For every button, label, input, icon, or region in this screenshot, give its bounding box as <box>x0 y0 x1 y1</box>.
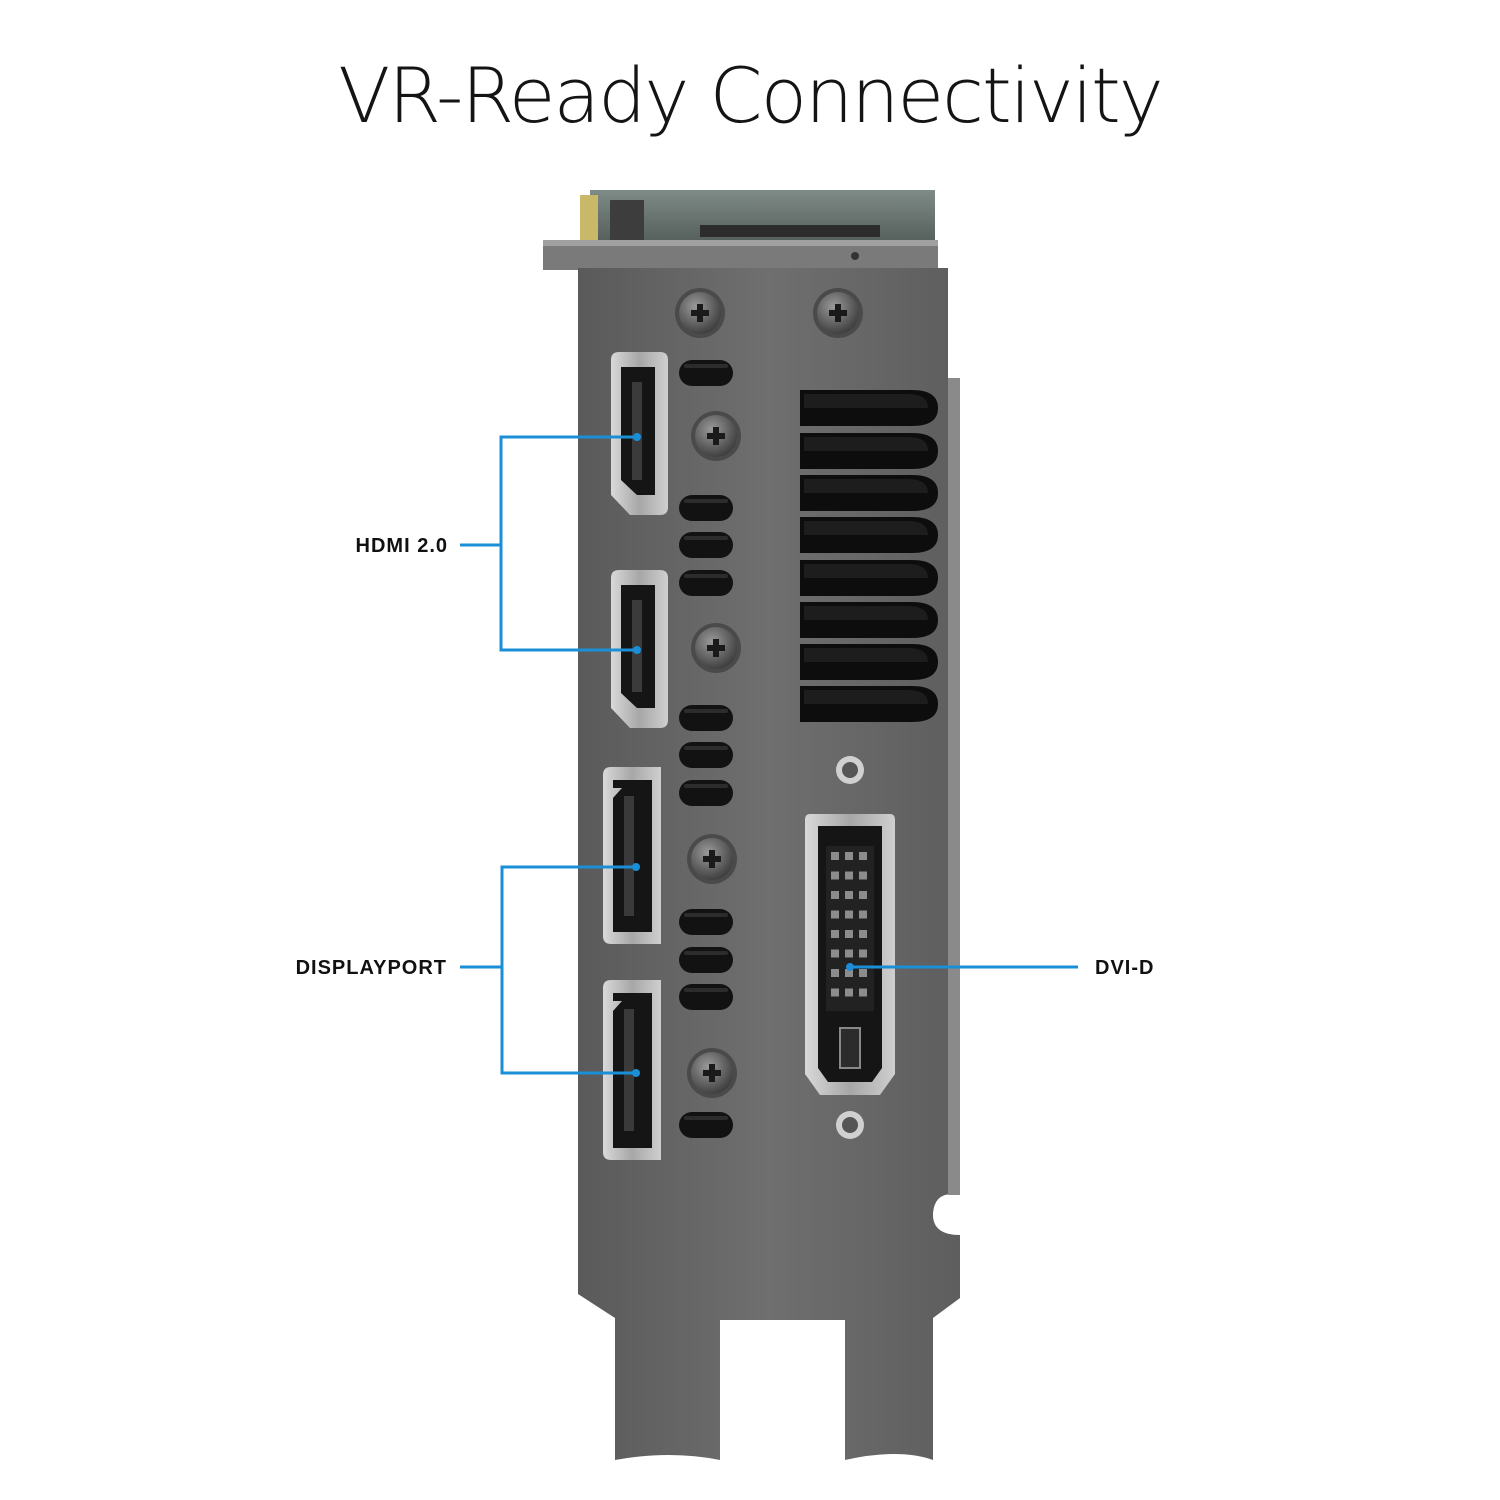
bracket-top-lip <box>543 240 938 270</box>
dvi-pin <box>859 852 867 860</box>
displayport-port-2 <box>603 980 661 1160</box>
dvi-pin <box>859 910 867 919</box>
callout-dots <box>632 433 854 1077</box>
hdmi-port-1 <box>611 352 668 515</box>
screw-displayport-2 <box>687 1048 737 1098</box>
screw-top-left <box>675 288 725 338</box>
dvi-pin <box>845 910 853 919</box>
dvi-pin <box>859 949 867 958</box>
callout-line-hdmi <box>460 435 637 652</box>
dvi-pin <box>831 910 839 919</box>
dvi-pin <box>845 969 853 977</box>
dvi-pin <box>831 988 839 997</box>
dvi-pin <box>831 930 839 938</box>
dvi-pin <box>859 930 867 938</box>
label-dvi-d: DVI-D <box>1095 957 1155 979</box>
screw-hdmi-1 <box>691 411 741 461</box>
dvi-pin <box>845 930 853 938</box>
dvi-pin <box>859 988 867 997</box>
dvi-pin <box>845 891 853 899</box>
dvi-pin-grid <box>831 852 867 997</box>
screw-hdmi-2 <box>691 623 741 673</box>
dvi-pin <box>859 891 867 899</box>
dvi-pin <box>831 891 839 899</box>
screw-displayport-1 <box>687 834 737 884</box>
bracket-edge <box>948 378 960 1195</box>
callout-line-displayport <box>460 865 636 1075</box>
dvi-pin <box>859 871 867 880</box>
dvi-pin <box>831 852 839 860</box>
dvi-pin <box>831 969 839 977</box>
dvi-pin <box>831 871 839 880</box>
dvi-pin <box>845 988 853 997</box>
label-hdmi-2-0: HDMI 2.0 <box>355 535 448 557</box>
dvi-pin <box>845 871 853 880</box>
label-displayport: DISPLAYPORT <box>295 957 447 979</box>
dvi-pin <box>845 852 853 860</box>
callout-lines <box>460 435 1078 1075</box>
page-title: VR-Ready Connectivity <box>338 51 1163 140</box>
dvi-pin <box>845 949 853 958</box>
dvi-pin <box>859 969 867 977</box>
screw-top-right <box>813 288 863 338</box>
dvi-pin <box>831 949 839 958</box>
displayport-port-1 <box>603 767 661 944</box>
